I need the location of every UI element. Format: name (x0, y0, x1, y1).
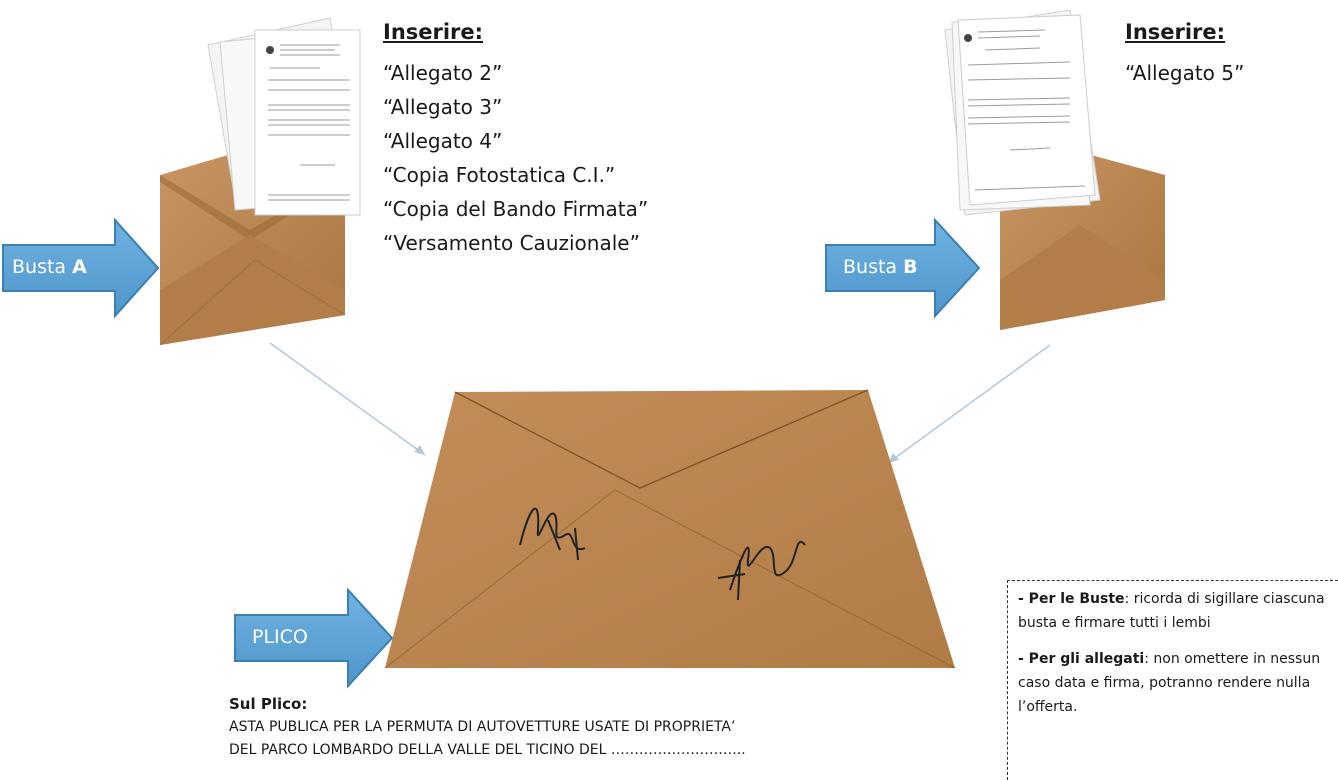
busta-b-item: “Allegato 5” (1125, 61, 1245, 85)
busta-b-insert-title: Inserire: (1125, 20, 1226, 44)
sul-plico-line-1: ASTA PUBLICA PER LA PERMUTA DI AUTOVETTU… (229, 719, 736, 735)
busta-a-item: “Allegato 4” (383, 129, 503, 153)
sul-plico-line-2: DEL PARCO LOMBARDO DELLA VALLE DEL TICIN… (229, 742, 746, 758)
envelope-b-icon (944, 9, 1165, 330)
busta-a-item: “Allegato 3” (383, 95, 503, 119)
signature-right-icon (717, 541, 806, 601)
note-allegati: - Per gli allegati: non omettere in ness… (1018, 651, 1321, 715)
busta-b-label: Busta B (843, 256, 918, 278)
sul-plico-label: Sul Plico: (229, 695, 308, 713)
document-stack-b-icon (944, 9, 1101, 216)
arrow-plico (234, 587, 394, 689)
plico-label: PLICO (252, 626, 308, 648)
busta-a-item: “Copia Fotostatica C.I.” (383, 163, 616, 187)
busta-a-item: “Versamento Cauzionale” (383, 231, 640, 255)
connector-b-to-plico (887, 344, 1051, 464)
envelope-a-icon (159, 17, 361, 346)
connector-a-to-plico (269, 342, 426, 456)
arrow-busta-a (2, 217, 160, 319)
arrow-busta-b (825, 217, 981, 319)
busta-a-insert-list: Inserire: “Allegato 2” “Allegato 3” “All… (383, 20, 648, 260)
busta-a-label: Busta A (12, 256, 87, 278)
busta-a-item: “Copia del Bando Firmata” (383, 197, 649, 221)
notes-box: - Per le Buste: ricorda di sigillare cia… (1007, 580, 1338, 780)
busta-a-item: “Allegato 2” (383, 61, 503, 85)
sul-plico-text: Sul Plico: ASTA PUBLICA PER LA PERMUTA D… (229, 693, 929, 762)
document-stack-a-icon (207, 17, 361, 216)
signature-left-icon (519, 507, 586, 561)
note-buste: - Per le Buste: ricorda di sigillare cia… (1018, 591, 1325, 631)
plico-envelope-icon (384, 389, 956, 669)
busta-b-insert-list: Inserire: “Allegato 5” (1125, 20, 1244, 90)
busta-a-insert-title: Inserire: (383, 20, 484, 44)
